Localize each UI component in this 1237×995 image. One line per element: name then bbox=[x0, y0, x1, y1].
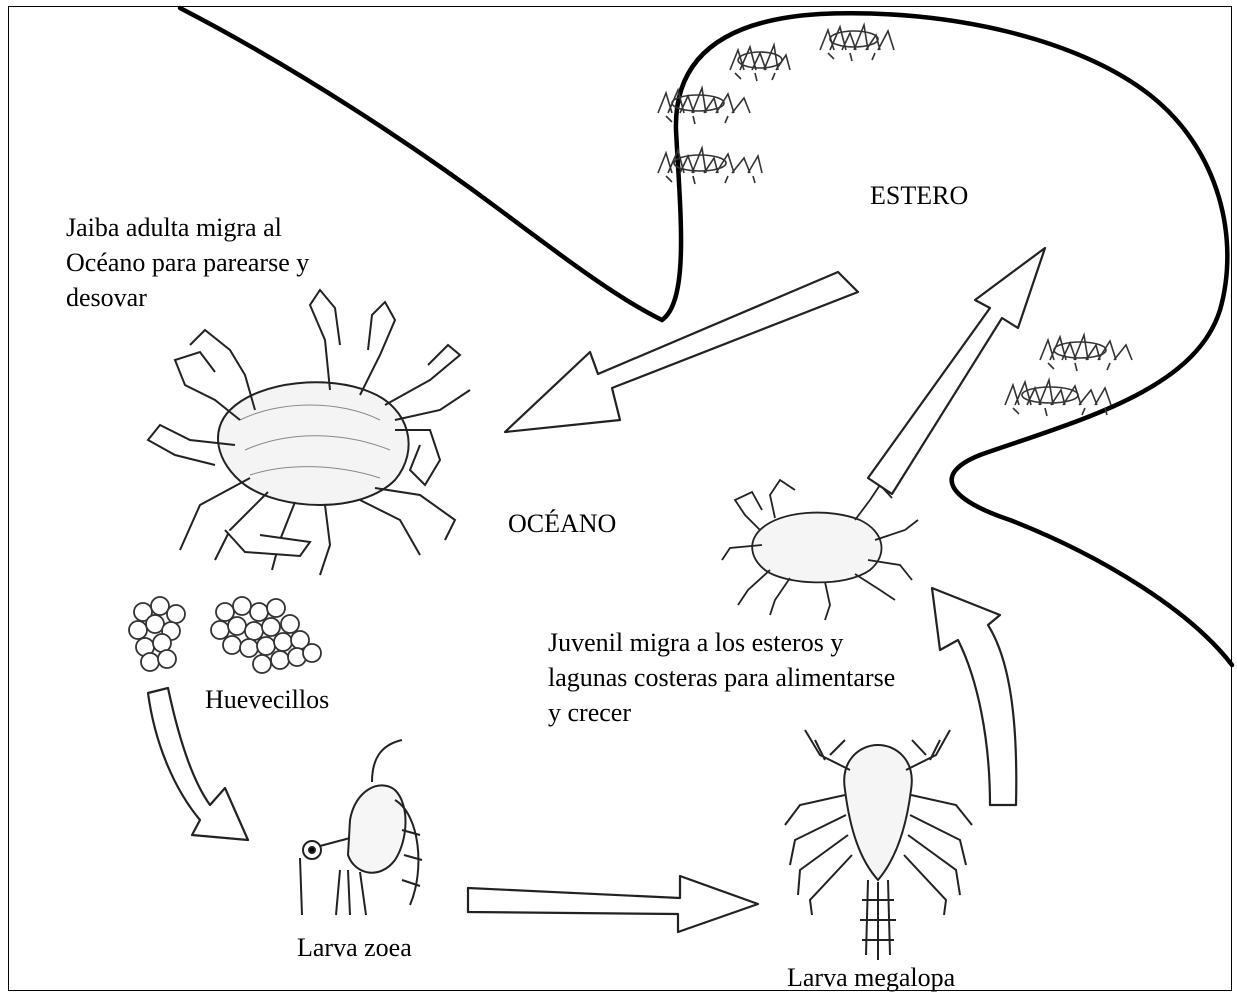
grass-clump-icon bbox=[658, 88, 750, 124]
eggs-label: Huevecillos bbox=[205, 682, 329, 717]
arrow-juvenile-to-estuary bbox=[868, 248, 1045, 494]
marsh-grass-group bbox=[658, 25, 1132, 416]
arrow-adult-to-ocean bbox=[505, 272, 858, 432]
cycle-arrows bbox=[148, 248, 1045, 932]
megalopa-label: Larva megalopa bbox=[787, 960, 955, 995]
estuary-label: ESTERO bbox=[870, 178, 968, 213]
zoea-label: Larva zoea bbox=[297, 930, 412, 965]
grass-clump-icon bbox=[1005, 380, 1111, 416]
juvenile-crab-icon bbox=[722, 480, 918, 620]
adult-crab-icon bbox=[148, 290, 470, 575]
ocean-label: OCÉANO bbox=[508, 506, 616, 541]
juvenile-migration-note: Juvenil migra a los esteros y lagunas co… bbox=[548, 625, 895, 730]
adult-migration-note: Jaiba adulta migra al Océano para parear… bbox=[66, 210, 309, 315]
grass-clump-icon bbox=[820, 25, 894, 61]
grass-clump-icon bbox=[1040, 335, 1132, 371]
arrow-zoea-to-megalopa bbox=[468, 876, 758, 932]
megalopa-larva-icon bbox=[785, 730, 972, 960]
grass-clump-icon bbox=[730, 45, 790, 81]
arrow-megalopa-to-juvenile bbox=[932, 588, 1016, 805]
zoea-larva-icon bbox=[300, 740, 422, 915]
grass-clump-icon bbox=[658, 148, 762, 184]
eggs-icon bbox=[129, 597, 321, 673]
